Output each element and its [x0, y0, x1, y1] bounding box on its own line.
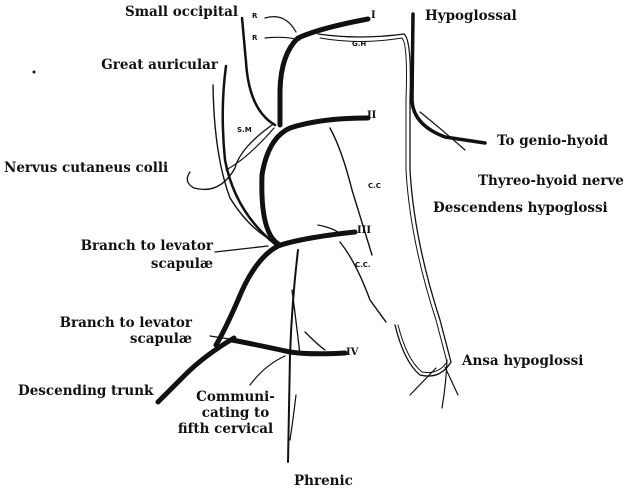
- branch-levator-1-line: [215, 246, 268, 252]
- phrenic-nerve: [288, 250, 298, 462]
- communicating-fifth-cervical: [250, 356, 285, 385]
- numeral-iv: IV: [346, 347, 358, 358]
- thyreo-hyoid-branch: [420, 112, 465, 150]
- label-branch-levator-2a: Branch to levator: [42, 316, 192, 331]
- stray-dot-left: [33, 71, 36, 74]
- label-small-occipital: Small occipital: [110, 5, 238, 20]
- label-descending-trunk: Descending trunk: [18, 384, 153, 399]
- second-cervical-nerve: [262, 118, 368, 245]
- fourth-cervical-nerve: [232, 340, 345, 354]
- phrenic-side-branch: [290, 395, 296, 440]
- phrenic-branch: [292, 290, 300, 355]
- label-descendens-hypoglossi: Descendens hypoglossi: [433, 201, 608, 216]
- label-to-genio-hyoid: To genio-hyoid: [497, 134, 608, 149]
- label-r-2: R: [252, 34, 257, 42]
- label-communicating-c: fifth cervical: [168, 422, 283, 437]
- label-hypoglossal: Hypoglossal: [425, 9, 517, 24]
- label-branch-levator-2b: scapulæ: [42, 332, 192, 347]
- label-communicating-a: Communi-: [188, 390, 283, 405]
- label-phrenic: Phrenic: [294, 474, 353, 489]
- label-thyreo-hyoid: Thyreo-hyoid nerve: [478, 174, 624, 189]
- label-ansa-hypoglossi: Ansa hypoglossi: [462, 354, 583, 369]
- descendens-hypoglossi-outer: [318, 34, 451, 376]
- hypoglossal-nerve: [412, 14, 485, 143]
- numeral-ii: II: [367, 110, 376, 121]
- label-communicating-b: cating to: [188, 406, 283, 421]
- numeral-iii: III: [357, 225, 371, 236]
- label-branch-levator-1b: scapulæ: [60, 257, 213, 272]
- small-occipital-nerve: [242, 18, 275, 125]
- label-cc-2: C.C.: [355, 261, 371, 269]
- fourth-cervical-small-branch: [305, 332, 325, 350]
- numeral-i: I: [371, 10, 376, 21]
- label-great-auricular: Great auricular: [82, 58, 218, 73]
- label-nervus-cutaneus-colli: Nervus cutaneus colli: [4, 161, 168, 176]
- label-r-1: R: [252, 12, 257, 20]
- label-branch-levator-1a: Branch to levator: [60, 239, 213, 254]
- communicating-branch-cc2: [340, 242, 386, 322]
- label-sm: S.M: [237, 126, 252, 134]
- label-gh: G.H: [352, 40, 366, 48]
- label-cc-1: C.C: [368, 182, 381, 190]
- ansa-branch-right: [445, 367, 458, 395]
- descendens-hypoglossi-inner: [320, 38, 447, 373]
- r-branch-1: [265, 17, 296, 32]
